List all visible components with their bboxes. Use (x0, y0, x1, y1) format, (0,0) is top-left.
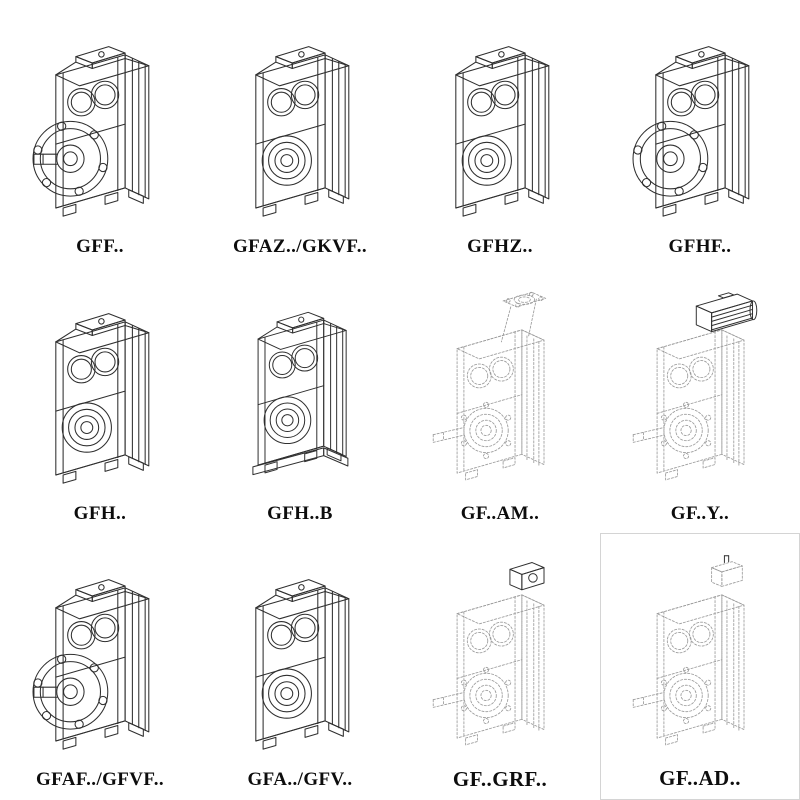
phantom-housing (433, 594, 545, 746)
housing-hollow-shaft (455, 47, 548, 217)
motor-top (696, 291, 758, 332)
catalog-cell-gfhz: GFHZ.. (400, 0, 600, 267)
housing-hollow-shaft (255, 47, 348, 217)
model-label: GFHZ.. (467, 235, 533, 257)
phantom-housing (633, 594, 745, 746)
housing-hollow-shaft (255, 580, 348, 750)
model-label: GF..GRF.. (452, 766, 548, 791)
housing-flange-shaft (33, 580, 149, 750)
gearbox-drawing-gfaz (223, 22, 378, 218)
gearbox-drawing-gfa (223, 555, 378, 751)
phantom-housing (433, 329, 545, 480)
housing-hollow-shaft (258, 312, 346, 473)
gearbox-drawing-gfhf (623, 22, 778, 218)
model-label: GF..AD.. (659, 765, 741, 790)
drawing-area (602, 4, 798, 236)
catalog-cell-gfh: GFH.. (0, 266, 200, 534)
catalog-cell-gfaf-gfvf: GFAF../GFVF.. (0, 533, 200, 800)
model-label: GFH.. (73, 502, 127, 524)
mounting-base (252, 446, 348, 475)
drawing-area (402, 4, 598, 236)
gearbox-drawing-gf-y (633, 291, 758, 480)
gearbox-drawing-gf-ad (633, 555, 745, 746)
gearbox-drawing-gfh-b (252, 289, 348, 475)
housing-flange-shaft (33, 47, 149, 217)
input-block (509, 562, 545, 591)
catalog-cell-gf-am: GF..AM.. (400, 266, 600, 534)
drawing-area (602, 271, 798, 503)
catalog-cell-gfh-b: GFH..B (200, 266, 400, 534)
catalog-cell-gfa-gfv: GFA../GFV.. (200, 533, 400, 800)
gearbox-drawing-gf-am (433, 291, 547, 480)
model-label: GFHF.. (668, 235, 732, 257)
model-label: GFAZ../GKVF.. (233, 235, 367, 257)
gearbox-drawing-gfaf (23, 555, 178, 751)
gearbox-drawing-gfhz (423, 22, 578, 218)
gearbox-drawing-gf-grf (433, 562, 545, 746)
housing-hollow-shaft (55, 313, 148, 483)
gearbox-drawing-gfh (23, 289, 178, 485)
drawing-area (202, 537, 398, 769)
catalog-cell-gf-y: GF..Y.. (600, 266, 800, 534)
drawing-area (2, 4, 198, 236)
phantom-housing (633, 329, 745, 480)
drawing-area (402, 537, 598, 766)
model-label: GFA../GFV.. (247, 769, 353, 791)
drawing-area (2, 271, 198, 503)
model-label: GFH..B (267, 502, 333, 524)
model-label: GFF.. (76, 235, 124, 257)
catalog-cell-gfhf: GFHF.. (600, 0, 800, 267)
drawing-area (202, 4, 398, 236)
housing-flange-hollow (633, 47, 749, 217)
catalog-cell-gfaz-gkvf: GFAZ../GKVF.. (200, 0, 400, 267)
drawing-area (603, 538, 797, 765)
drawing-area (402, 271, 598, 503)
shaft-adapter (711, 561, 744, 587)
catalog-cell-gf-ad: GF..AD.. (600, 533, 800, 800)
model-label: GFAF../GFVF.. (35, 769, 164, 791)
model-label: GF..AM.. (460, 502, 540, 524)
catalog-cell-gff: GFF.. (0, 0, 200, 267)
drawing-area (202, 271, 398, 503)
drawing-area (2, 537, 198, 769)
gearbox-drawing-gff (23, 22, 178, 218)
model-label: GF..Y.. (670, 502, 730, 524)
catalog-cell-gf-grf: GF..GRF.. (400, 533, 600, 800)
input-shaft-stub (724, 555, 730, 564)
iec-flange-adapter (501, 291, 547, 342)
